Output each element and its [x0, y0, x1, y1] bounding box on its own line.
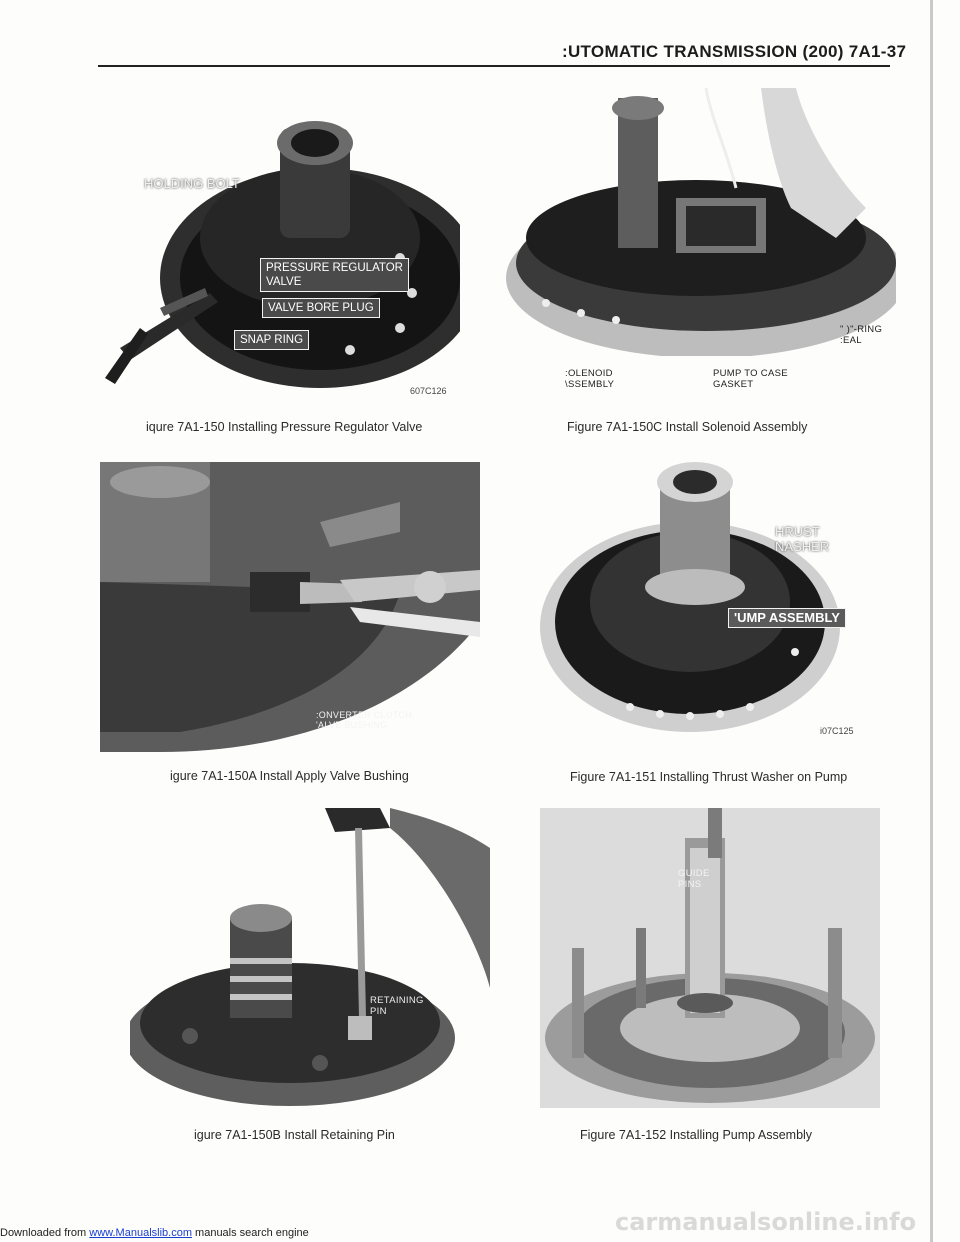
- label-converter-line1: :ONVERTER CLUTCH: [316, 710, 413, 720]
- caption-figure-7a1-150b: igure 7A1-150B Install Retaining Pin: [194, 1128, 395, 1142]
- label-pump-gasket-line2: GASKET: [713, 379, 754, 390]
- figure-photo-retaining-pin: [130, 808, 490, 1108]
- label-thrust-line1: HRUST: [775, 524, 820, 539]
- image-code-i07c125: i07C125: [820, 726, 854, 736]
- caption-figure-7a1-151: Figure 7A1-151 Installing Thrust Washer …: [570, 770, 848, 784]
- footer-manualslib-link[interactable]: www.Manualslib.com: [89, 1227, 192, 1239]
- label-guide-line2: PINS: [678, 879, 702, 890]
- label-pump-gasket-line1: PUMP TO CASE: [713, 368, 788, 379]
- label-solenoid-line1: :OLENOID: [565, 368, 613, 379]
- label-pressure-regulator-line2: VALVE: [266, 276, 302, 288]
- figure-photo-thrust-washer: [540, 452, 860, 742]
- label-snap-ring: SNAP RING: [234, 330, 310, 350]
- label-holding-bolt: HOLDING BOLT: [144, 176, 240, 191]
- watermark-text: carmanualsonline.info: [615, 1208, 917, 1236]
- footer-prefix: Downloaded from: [0, 1227, 90, 1239]
- label-converter-line2: 'ALVE BUSHING: [316, 720, 388, 730]
- caption-figure-7a1-150a: igure 7A1-150A Install Apply Valve Bushi…: [170, 769, 409, 783]
- figure-photo-solenoid-assembly: [506, 88, 896, 356]
- figure-photo-pump-assembly: [540, 808, 880, 1108]
- page-header-title: :UTOMATIC TRANSMISSION (200) 7A1-37: [562, 42, 907, 61]
- label-pump-assembly: 'UMP ASSEMBLY: [728, 608, 846, 628]
- label-valve-bore-plug: VALVE BORE PLUG: [262, 298, 380, 318]
- label-o-ring-line1: " )"-RING: [840, 324, 883, 335]
- page-edge-line: [930, 0, 933, 1242]
- figure-photo-apply-valve-bushing: [100, 462, 480, 752]
- image-code-607c126: 607C126: [410, 386, 447, 396]
- label-solenoid-assembly: :OLENOID \SSEMBLY: [565, 368, 614, 390]
- label-retaining-line1: RETAINING: [370, 995, 424, 1006]
- label-solenoid-line2: \SSEMBLY: [565, 379, 615, 390]
- label-pressure-regulator-line1: PRESSURE REGULATOR: [266, 262, 403, 274]
- label-thrust-washer: HRUST NASHER: [775, 524, 829, 554]
- label-converter-clutch-valve-bushing: :ONVERTER CLUTCH 'ALVE BUSHING: [316, 710, 412, 730]
- label-o-ring-line2: :EAL: [840, 335, 862, 346]
- footer-download-note: Downloaded from www.Manualslib.com manua…: [0, 1227, 309, 1239]
- caption-figure-7a1-152: Figure 7A1-152 Installing Pump Assembly: [580, 1128, 813, 1142]
- caption-figure-7a1-150: iqure 7A1-150 Installing Pressure Regula…: [146, 420, 423, 434]
- label-o-ring-seal: " )"-RING :EAL: [840, 324, 882, 346]
- caption-figure-7a1-150c: Figure 7A1-150C Install Solenoid Assembl…: [567, 420, 808, 434]
- label-pressure-regulator-valve: PRESSURE REGULATOR VALVE: [260, 258, 409, 292]
- label-guide-pins: GUIDE PINS: [678, 868, 710, 890]
- header-rule: [98, 65, 890, 67]
- label-pump-to-case-gasket: PUMP TO CASE GASKET: [713, 368, 788, 390]
- label-retaining-pin: RETAINING PIN: [370, 995, 424, 1017]
- label-guide-line1: GUIDE: [678, 868, 710, 879]
- label-thrust-line2: NASHER: [775, 539, 830, 554]
- footer-suffix: manuals search engine: [191, 1227, 309, 1239]
- label-retaining-line2: PIN: [370, 1006, 387, 1017]
